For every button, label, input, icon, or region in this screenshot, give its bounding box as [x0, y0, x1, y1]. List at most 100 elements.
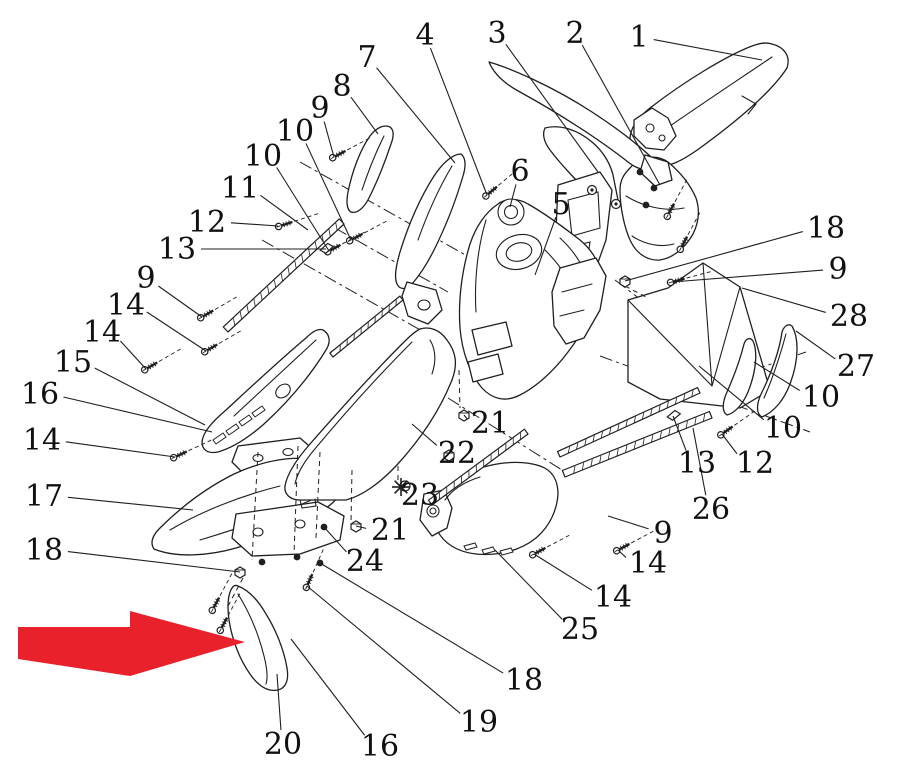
panel-grommet-hole — [275, 383, 291, 399]
red-pointer-arrow — [18, 611, 245, 676]
bolt-head-icon — [258, 558, 266, 566]
leader-line — [411, 423, 438, 446]
bracket-hole — [294, 519, 306, 529]
front-plate-seam — [237, 593, 268, 685]
tank-filler-ring-inner — [505, 242, 533, 262]
alignment-dashes — [227, 285, 647, 607]
leader-line — [355, 525, 367, 529]
mount-hole — [645, 123, 655, 133]
part-label-16: 16 — [21, 377, 59, 412]
part-label-27: 27 — [837, 349, 875, 384]
leader-line — [581, 44, 661, 186]
trim-strips — [222, 218, 713, 506]
leader-line — [67, 551, 241, 573]
leader-line — [721, 433, 738, 455]
trim-strip — [561, 410, 713, 478]
tank-petcock-part — [467, 321, 513, 383]
part-label-14: 14 — [107, 288, 145, 323]
part-label-13: 13 — [158, 232, 196, 267]
part-label-13: 13 — [678, 446, 716, 481]
axis-line — [261, 239, 453, 349]
leader-line — [157, 285, 203, 318]
screw-icon — [274, 212, 321, 231]
right-airbox-side-part — [551, 257, 607, 345]
part-label-10: 10 — [802, 380, 840, 415]
left-side-panel-seam — [233, 339, 317, 417]
seat-seam — [294, 339, 436, 509]
leader-line — [94, 367, 206, 426]
screw-icon — [140, 347, 183, 374]
leader-line — [494, 549, 563, 620]
part-label-2: 2 — [565, 16, 584, 51]
part-label-21: 21 — [471, 406, 509, 441]
part-label-9: 9 — [653, 516, 672, 551]
leader-line — [306, 585, 461, 714]
leader-line — [319, 562, 504, 674]
leader-line — [607, 515, 649, 530]
bracket-hole — [252, 527, 264, 537]
part-label-21: 21 — [371, 513, 409, 548]
trim-strip — [556, 386, 701, 458]
right-panel-vent-slots — [463, 542, 514, 556]
leader-line — [698, 365, 765, 421]
part-label-1: 1 — [629, 20, 648, 55]
dashed-line — [624, 285, 647, 298]
part-label-18: 18 — [807, 211, 845, 246]
leader-line — [260, 194, 309, 231]
part-label-14: 14 — [23, 423, 61, 458]
trim-strip — [329, 295, 404, 358]
part-label-14: 14 — [83, 315, 121, 350]
screw-icon — [663, 177, 689, 221]
leader-line — [323, 121, 335, 158]
leader-line — [146, 311, 207, 352]
right-shroud-folds — [627, 262, 741, 387]
part-label-18: 18 — [25, 533, 63, 568]
leader-line — [671, 269, 824, 283]
part-label-9: 9 — [828, 252, 847, 287]
axis-line — [447, 397, 563, 471]
nut-icon — [234, 566, 246, 579]
bolt-head-icon — [642, 201, 650, 209]
part-label-11: 11 — [221, 171, 259, 206]
screw-icon — [482, 167, 520, 200]
screw-icon — [666, 270, 713, 287]
part-label-10: 10 — [276, 114, 314, 149]
right-airbox-side-lines — [559, 283, 593, 317]
trim-strip — [427, 428, 529, 506]
fuel-cap-inner — [503, 204, 519, 220]
leader-line — [350, 96, 379, 135]
axis-line — [599, 355, 811, 433]
shroud-foot-hole — [417, 299, 431, 311]
part-label-10: 10 — [764, 411, 802, 446]
screw-icon — [612, 529, 656, 555]
right-blade-inner-part — [722, 337, 757, 416]
screw-icon — [528, 533, 572, 559]
nut-icon — [350, 520, 362, 533]
leader-line — [534, 216, 557, 276]
part-label-9: 9 — [136, 261, 155, 296]
part-label-8: 8 — [332, 69, 351, 104]
washer-center — [590, 188, 594, 192]
dashed-line — [458, 369, 461, 409]
leader-line — [463, 414, 468, 420]
leader-line — [624, 231, 803, 282]
leader-line — [429, 47, 488, 196]
left-shroud-large-seam — [417, 165, 453, 241]
leader-line — [692, 427, 707, 496]
bolt-head-icon — [636, 168, 644, 176]
panel-grommet-inner — [429, 507, 437, 515]
screw-icon — [216, 591, 242, 635]
screw-icon — [716, 409, 757, 439]
part-label-16: 16 — [361, 729, 399, 764]
leader-line — [230, 222, 279, 227]
leader-line — [323, 526, 347, 553]
bolt-head-icon — [293, 553, 301, 561]
leader-line — [795, 330, 836, 360]
leader-line — [505, 44, 599, 173]
leader-line — [617, 549, 627, 558]
leader-line — [63, 396, 213, 433]
rear-fender-mount-part — [633, 107, 677, 151]
